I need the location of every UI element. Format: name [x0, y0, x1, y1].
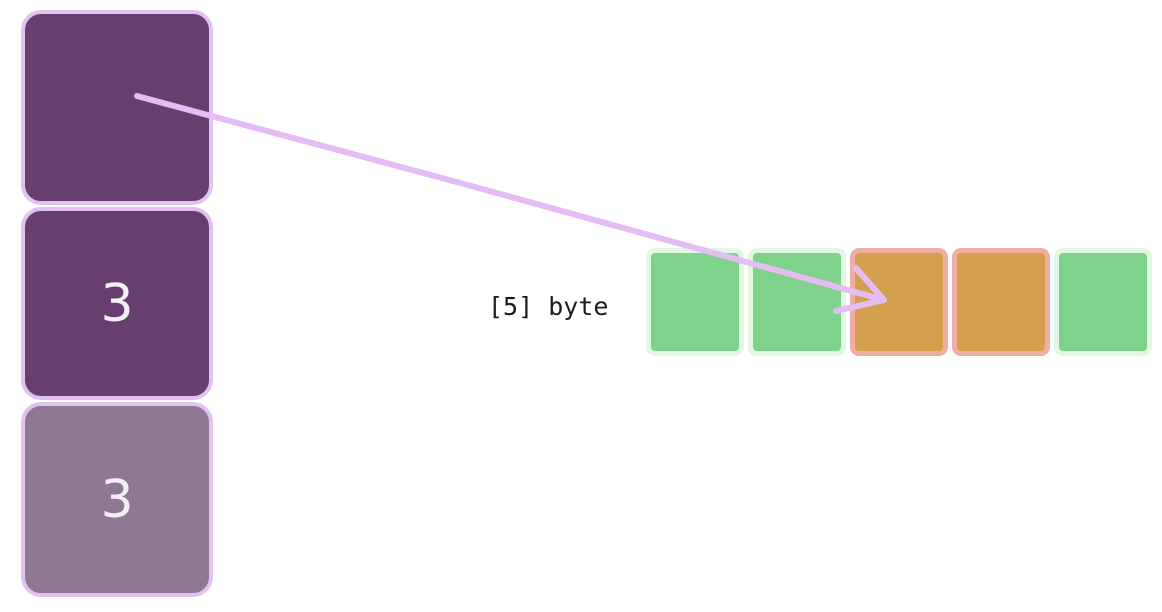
capacity-value: 3: [100, 469, 134, 530]
pointer-slot: [21, 10, 213, 205]
array-cell-1: [748, 248, 846, 356]
array-type-label: [5] byte: [488, 292, 609, 321]
length-value: 3: [100, 273, 134, 334]
length-slot: 3: [21, 207, 213, 400]
byte-array: [646, 248, 1152, 358]
array-cell-0: [646, 248, 744, 356]
array-cell-3: [952, 248, 1050, 356]
array-cell-2: [850, 248, 948, 356]
capacity-slot: 3: [21, 402, 213, 597]
array-cell-4: [1054, 248, 1152, 356]
